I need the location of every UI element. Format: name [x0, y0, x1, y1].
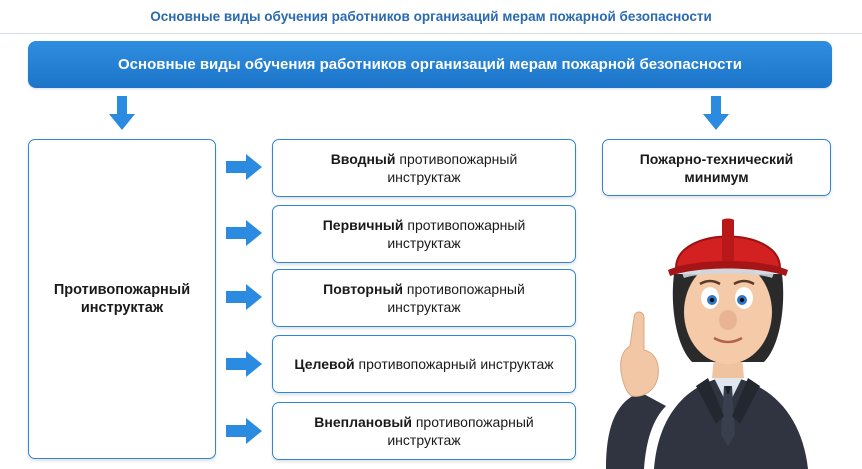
firefighter-mascot-icon	[606, 218, 808, 469]
instruction-type-text: Целевой противопожарный инструктаж	[294, 355, 553, 373]
main-title-text: Основные виды обучения работников органи…	[118, 56, 742, 73]
instruction-type-text: Первичный противопожарный инструктаж	[293, 216, 555, 252]
instruction-type-rest: противопожарный инструктаж	[354, 356, 554, 372]
arrow-down-icon	[109, 96, 135, 130]
instruction-type-text: Вводный противопожарный инструктаж	[293, 150, 555, 186]
page-header-title: Основные виды обучения работников органи…	[150, 9, 712, 24]
main-title-banner: Основные виды обучения работников органи…	[28, 41, 832, 88]
instruction-type-name: Первичный	[322, 217, 404, 233]
arrow-down-icon	[703, 96, 729, 130]
fire-technical-minimum-label: Пожарно-технический минимум	[639, 150, 794, 185]
instruction-type-box: Целевой противопожарный инструктаж	[272, 335, 576, 393]
arrow-right-icon	[226, 351, 262, 377]
arrow-right-icon	[226, 154, 262, 180]
instruction-type-box: Повторный противопожарный инструктаж	[272, 269, 576, 327]
instruction-type-text: Повторный противопожарный инструктаж	[293, 280, 555, 316]
instruction-type-rest: противопожарный инструктаж	[387, 281, 525, 315]
page-header: Основные виды обучения работников органи…	[0, 0, 862, 34]
instruction-type-box: Вводный противопожарный инструктаж	[272, 139, 576, 197]
arrow-right-icon	[226, 418, 262, 444]
instruction-type-name: Вводный	[330, 151, 396, 167]
instruction-type-rest: противопожарный инструктаж	[387, 414, 534, 448]
instruction-type-name: Повторный	[323, 281, 404, 297]
instruction-type-name: Целевой	[294, 356, 355, 372]
instruction-type-text: Внеплановый противопожарный инструктаж	[293, 413, 555, 449]
fire-instruction-label: Противопожарный инструктаж	[53, 282, 191, 316]
instruction-type-rest: противопожарный инструктаж	[387, 217, 526, 251]
arrow-right-icon	[226, 284, 262, 310]
instruction-type-box: Внеплановый противопожарный инструктаж	[272, 402, 576, 460]
instruction-type-name: Внеплановый	[314, 414, 412, 430]
arrow-right-icon	[226, 220, 262, 246]
fire-instruction-box: Противопожарный инструктаж	[28, 139, 216, 459]
instruction-type-box: Первичный противопожарный инструктаж	[272, 205, 576, 263]
instruction-type-rest: противопожарный инструктаж	[387, 151, 518, 185]
fire-technical-minimum-box: Пожарно-технический минимум	[602, 139, 831, 196]
